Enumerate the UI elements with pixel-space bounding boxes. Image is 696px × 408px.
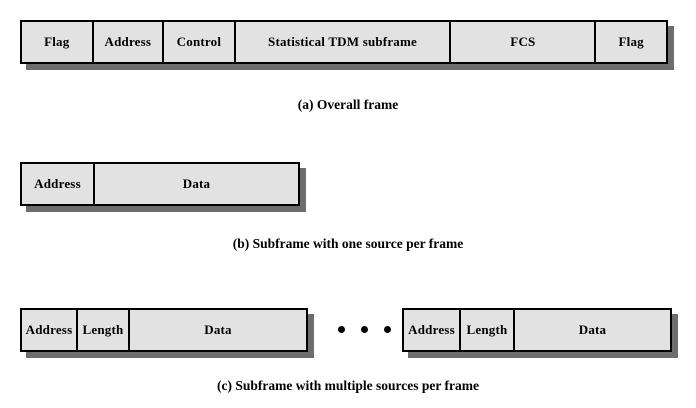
ellipsis-dot-icon [384, 326, 391, 333]
subframe-b-field-data: Data [95, 164, 298, 204]
caption-c: (c) Subframe with multiple sources per f… [217, 378, 479, 393]
frame-field-flag-start: Flag [22, 22, 94, 62]
ellipsis-dot-icon [338, 326, 345, 333]
overall-frame-diagram: Flag Address Control Statistical TDM sub… [20, 20, 668, 64]
frame-field-address: Address [93, 22, 165, 62]
subframe-c2-field-data: Data [515, 310, 670, 350]
frame-field-statistical-tdm-subframe: Statistical TDM subframe [235, 22, 452, 62]
frame-field-flag-end: Flag [596, 22, 666, 62]
ellipsis-separator [338, 326, 391, 333]
caption-a: (a) Overall frame [297, 97, 399, 112]
subframe-c1-field-address: Address [22, 310, 78, 350]
caption-b: (b) Subframe with one source per frame [232, 236, 464, 251]
subframe-c1-field-data: Data [130, 310, 306, 350]
subframe-single-source-diagram: Address Data [20, 162, 300, 206]
subframe-c2-field-address: Address [404, 310, 461, 350]
frame-field-fcs: FCS [451, 22, 597, 62]
subframe-multi-source-group-1: Address Length Data [20, 308, 308, 352]
subframe-multi-source-group-2: Address Length Data [402, 308, 672, 352]
ellipsis-dot-icon [361, 326, 368, 333]
subframe-c1-field-length: Length [78, 310, 130, 350]
subframe-b-field-address: Address [22, 164, 95, 204]
frame-field-control: Control [164, 22, 236, 62]
subframe-c2-field-length: Length [461, 310, 515, 350]
